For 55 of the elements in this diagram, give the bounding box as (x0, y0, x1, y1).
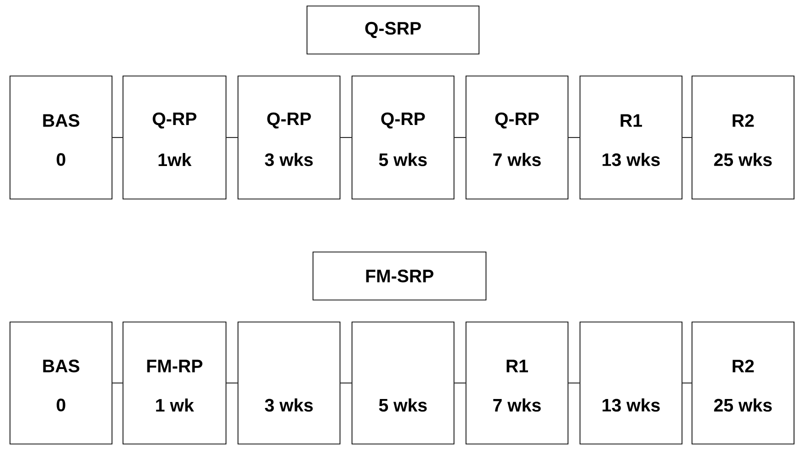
connector-line (226, 382, 238, 384)
box-label: 13 wks (602, 152, 660, 166)
timepoint-box (692, 322, 794, 444)
connector-line (568, 137, 580, 138)
box-label: 0 (56, 398, 66, 412)
box-label: 7 wks (493, 152, 541, 166)
box-label: 1 wk (156, 398, 194, 412)
timepoint-box (238, 322, 340, 444)
connector-line (340, 382, 352, 384)
connector-line (454, 137, 466, 138)
timepoint-box (692, 76, 794, 200)
connector-line (340, 137, 352, 138)
connector-line (112, 137, 123, 138)
connector-line (682, 137, 692, 138)
box-label: 13 wks (602, 398, 660, 412)
timepoint-box (352, 322, 454, 444)
box-label: 3 wks (264, 398, 313, 412)
connector-line (568, 382, 580, 384)
timepoint-box (10, 322, 112, 444)
box-label: BAS (43, 360, 80, 372)
connector-line (112, 382, 123, 384)
connector-line (682, 382, 692, 384)
group-box (312, 252, 486, 300)
connector-line (454, 382, 466, 384)
box-label: FM-SRP (366, 270, 434, 282)
group-box (306, 6, 480, 54)
box-label: R2 (732, 114, 754, 127)
connector-line (226, 137, 238, 138)
box-label: Q-RP (267, 112, 311, 129)
timepoint-box (122, 76, 226, 200)
timepoint-box (122, 322, 226, 444)
timepoint-box (580, 322, 682, 444)
box-label: Q-RP (152, 112, 196, 129)
box-label: 7 wks (493, 398, 541, 412)
box-label: 5 wks (379, 152, 427, 166)
box-label: BAS (43, 114, 80, 127)
timepoint-box (466, 322, 568, 444)
box-label: Q-SRP (365, 22, 421, 38)
box-label: Q-RP (495, 112, 539, 129)
box-label: 25 wks (714, 152, 772, 166)
timepoint-box (10, 76, 112, 200)
box-label: Q-RP (381, 112, 425, 129)
box-label: 3 wks (264, 152, 313, 166)
box-label: 1wk (158, 152, 192, 166)
timepoint-box (580, 76, 682, 200)
box-label: 0 (56, 153, 66, 166)
timepoint-box (466, 76, 568, 200)
box-label: FM-RP (147, 360, 202, 372)
box-label: R2 (732, 360, 754, 372)
box-label: 25 wks (714, 398, 772, 412)
box-label: R1 (620, 114, 642, 127)
box-label: 5 wks (379, 398, 427, 412)
box-label: R1 (506, 360, 528, 372)
timepoint-box (238, 76, 340, 200)
timepoint-box (352, 76, 454, 200)
